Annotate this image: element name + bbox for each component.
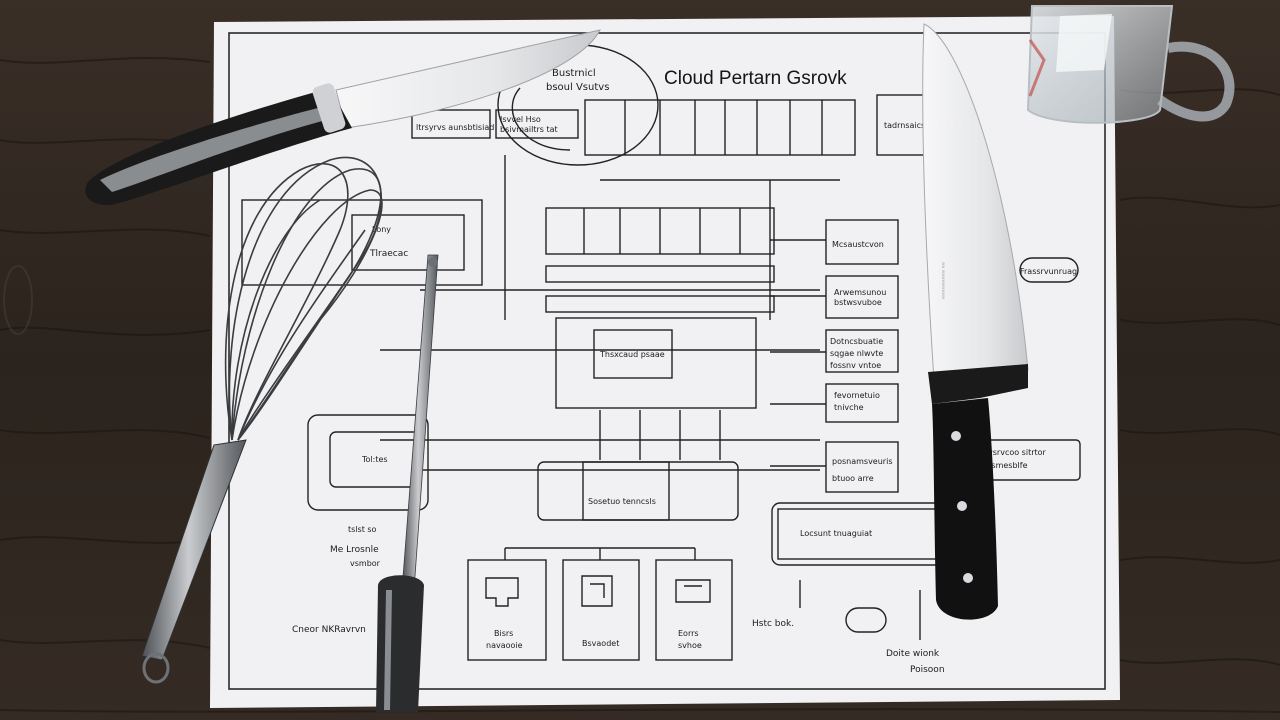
right-box-4a: fevornetuio xyxy=(834,391,880,400)
center-bottom-box-label: Sosetuo tenncsls xyxy=(588,497,656,506)
top-note-line1: Bustrnicl xyxy=(552,68,596,79)
bottom-box-3b: svhoe xyxy=(678,641,702,650)
bottom-box-1b: navaooie xyxy=(486,641,523,650)
left-annotation-a: tslst so xyxy=(348,525,377,534)
right-box-3b: sqgae nlwvte xyxy=(830,349,883,358)
bottom-box-3a: Eorrs xyxy=(678,629,699,638)
left-annotation-c: vsmbor xyxy=(350,559,381,568)
bottom-box-1a: Bisrs xyxy=(494,629,513,638)
right-box-3c: fossnv vntoe xyxy=(830,361,881,370)
center-box-label: Thsxcaud psaae xyxy=(599,350,665,359)
top-box-3: tadrnsaicscs xyxy=(884,121,934,130)
top-box-2b: bsivmailtrs tat xyxy=(500,125,558,134)
right-box-1: Mcsaustcvon xyxy=(832,240,884,249)
left-annotation-2: Cneor NKRavrvn xyxy=(292,625,366,635)
far-right-pill: Frassrvunruag xyxy=(1020,267,1077,276)
top-note-line2: bsoul Vsutvs xyxy=(546,82,609,93)
bottom-annotation-1: Hstc bok. xyxy=(752,619,794,629)
right-box-5a: posnamsveuris xyxy=(832,457,892,466)
top-box-1: ltrsyrvs aunsbtisiad xyxy=(416,123,494,132)
bottom-annotation-2b: Poisoon xyxy=(910,665,945,675)
right-box-3a: Dotncsbuatie xyxy=(830,337,883,346)
right-box-2a: Arwemsunou xyxy=(834,288,886,297)
right-box-4b: tnivche xyxy=(834,403,864,412)
left-box-line1: Lony xyxy=(372,225,391,234)
right-box-5b: btuoo arre xyxy=(832,474,874,483)
diagram-title: Cloud Pertarn Gsrovk xyxy=(664,68,847,89)
left-annotation-b: Me Lrosnle xyxy=(330,545,379,555)
right-box-2b: bstwsvuboe xyxy=(834,298,882,307)
left-mid-box-label: Tol:tes xyxy=(361,455,388,464)
bottom-box-2: Bsvaodet xyxy=(582,639,619,648)
top-box-2a: Isvvel Hso xyxy=(500,115,541,124)
far-right-box-b: snssmesblfe xyxy=(978,461,1028,470)
left-box-line2: Tlraecac xyxy=(369,249,408,259)
bottom-annotation-2a: Doite wionk xyxy=(886,649,940,659)
lower-wide-box-label: Locsunt tnuaguiat xyxy=(800,529,872,538)
far-right-box-a: ptwsrvcoo sitrtor xyxy=(978,448,1047,457)
